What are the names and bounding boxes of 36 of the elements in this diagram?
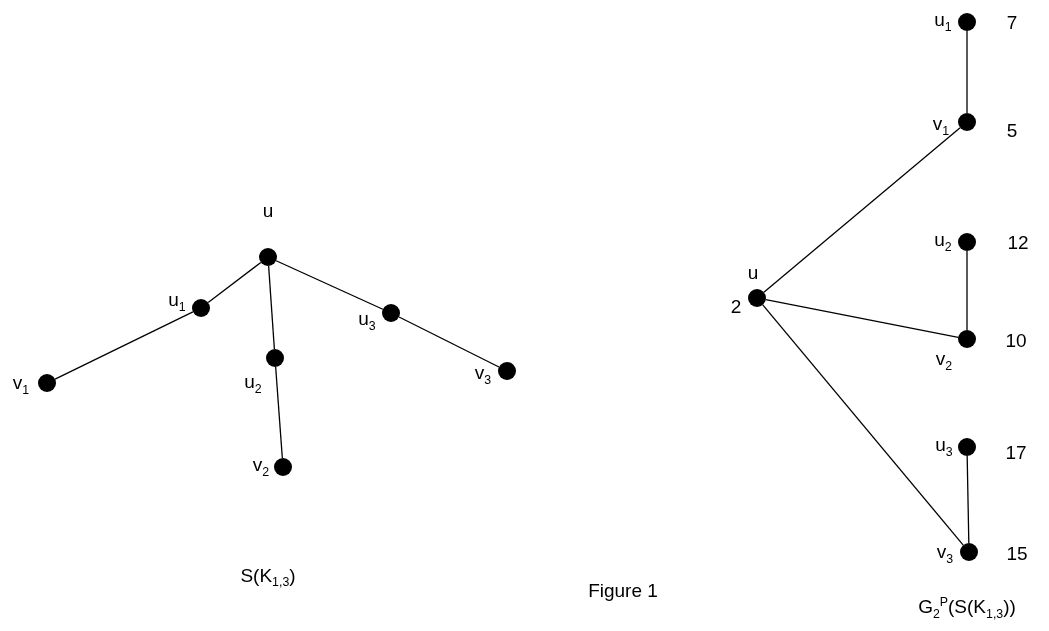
edge-line: [765, 299, 959, 338]
edge-line: [966, 250, 968, 331]
edge-line: [267, 265, 276, 350]
vertex-label: u: [262, 200, 274, 220]
edge-line: [966, 30, 968, 114]
vertex-label: u$_{2}$: [934, 230, 952, 254]
vertex-label: u$_{1}$: [934, 10, 952, 34]
vertex-label: v$_{3}$: [936, 542, 954, 566]
vertex-number: 7: [1006, 12, 1018, 32]
edge-line: [275, 366, 283, 459]
edge-line: [207, 261, 262, 304]
edge-line: [763, 127, 961, 293]
vertex-label: v$_{1}$: [12, 373, 30, 397]
edge-line: [762, 304, 964, 546]
edge-line: [966, 455, 970, 544]
vertex-label: u$_{3}$: [935, 435, 953, 459]
graph-name: G$_{2}$$^{P}$(S(K$_{1,3}$)): [918, 594, 1016, 622]
vertex-number: 17: [1005, 442, 1027, 462]
vertex-label: v$_{2}$: [252, 455, 270, 479]
vertex-label: u$_{1}$: [168, 290, 186, 314]
edge-line: [54, 311, 194, 380]
vertex-number: 2: [730, 296, 742, 316]
vertex-label: u$_{3}$: [358, 309, 376, 333]
graph-name: S(K$_{1,3}$): [240, 564, 296, 590]
vertex-number: 10: [1005, 330, 1027, 350]
vertex-label: v$_{1}$: [932, 114, 950, 138]
figure-caption: Figure 1: [588, 580, 658, 602]
vertex-label: v$_{3}$: [474, 363, 492, 387]
edge-line: [275, 260, 384, 310]
vertex-label: v$_{2}$: [935, 349, 953, 373]
edge-line: [398, 316, 500, 368]
vertex-label: u: [747, 262, 759, 282]
vertex-number: 12: [1007, 232, 1029, 252]
vertex-number: 5: [1006, 120, 1018, 140]
vertex-number: 15: [1006, 543, 1028, 563]
vertex-label: u$_{2}$: [244, 372, 262, 396]
